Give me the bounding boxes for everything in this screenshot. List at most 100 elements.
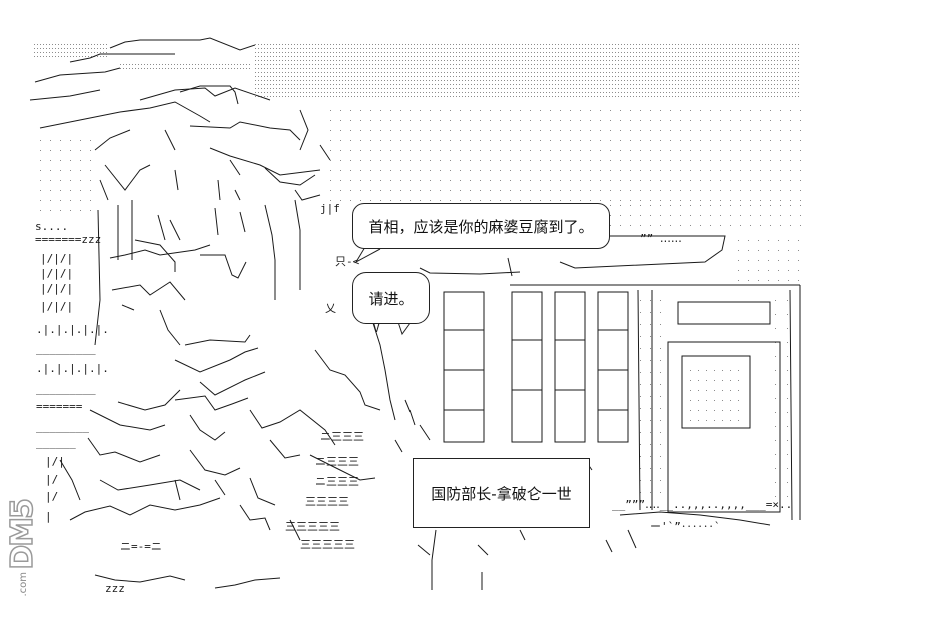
shading-dot — [267, 60, 268, 61]
shading-dot — [282, 80, 283, 81]
shading-dot — [609, 68, 610, 69]
shading-dot — [570, 64, 571, 65]
shading-dot — [710, 190, 711, 191]
shading-dot — [531, 72, 532, 73]
shading-dot — [609, 72, 610, 73]
shading-dot — [528, 84, 529, 85]
shading-dot — [423, 80, 424, 81]
shading-dot — [666, 76, 667, 77]
shading-dot — [258, 56, 259, 57]
shading-dot — [480, 96, 481, 97]
shading-dot — [279, 80, 280, 81]
shading-dot — [276, 84, 277, 85]
shading-dot — [630, 120, 631, 121]
shading-dot — [387, 60, 388, 61]
shading-dot — [729, 92, 730, 93]
shading-dot — [465, 44, 466, 45]
shading-dot — [732, 72, 733, 73]
shading-dot — [327, 56, 328, 57]
shading-dot — [500, 190, 501, 191]
shading-dot — [714, 410, 715, 411]
shading-dot — [486, 64, 487, 65]
shading-dot — [348, 68, 349, 69]
shading-dot — [744, 92, 745, 93]
shading-dot — [531, 80, 532, 81]
shading-dot — [261, 88, 262, 89]
shading-dot — [460, 150, 461, 151]
shading-dot — [567, 84, 568, 85]
shading-dot — [729, 84, 730, 85]
shading-dot — [650, 150, 651, 151]
shading-dot — [40, 200, 41, 201]
shading-dot — [321, 96, 322, 97]
shading-dot — [495, 72, 496, 73]
shading-dot — [717, 52, 718, 53]
shading-dot — [357, 52, 358, 53]
shading-dot — [375, 48, 376, 49]
shading-dot — [411, 96, 412, 97]
shading-dot — [480, 160, 481, 161]
shading-dot — [573, 76, 574, 77]
shading-dot — [750, 200, 751, 201]
shading-dot — [450, 140, 451, 141]
shading-dot — [429, 68, 430, 69]
shading-dot — [43, 52, 44, 53]
shading-dot — [580, 120, 581, 121]
shading-dot — [738, 52, 739, 53]
shading-dot — [711, 64, 712, 65]
shading-dot — [798, 250, 799, 251]
shading-dot — [546, 56, 547, 57]
shading-dot — [303, 68, 304, 69]
shading-dot — [747, 76, 748, 77]
room-background — [394, 235, 801, 556]
shading-dot — [768, 280, 769, 281]
shading-dot — [543, 44, 544, 45]
shading-dot — [483, 56, 484, 57]
shading-dot — [324, 88, 325, 89]
shading-dot — [186, 68, 187, 69]
shading-dot — [198, 64, 199, 65]
shading-dot — [758, 240, 759, 241]
shading-dot — [783, 52, 784, 53]
shading-dot — [702, 88, 703, 89]
shading-dot — [537, 68, 538, 69]
shading-dot — [546, 48, 547, 49]
shading-dot — [40, 44, 41, 45]
shading-dot — [550, 130, 551, 131]
shading-dot — [786, 44, 787, 45]
shading-dot — [37, 52, 38, 53]
shading-dot — [555, 92, 556, 93]
shading-dot — [513, 52, 514, 53]
shading-dot — [270, 60, 271, 61]
shading-dot — [750, 150, 751, 151]
shading-dot — [471, 92, 472, 93]
shading-dot — [333, 72, 334, 73]
shading-dot — [570, 52, 571, 53]
shading-dot — [444, 96, 445, 97]
shading-dot — [399, 56, 400, 57]
shading-dot — [440, 120, 441, 121]
shading-dot — [730, 390, 731, 391]
shading-dot — [788, 250, 789, 251]
shading-dot — [520, 160, 521, 161]
shading-dot — [525, 56, 526, 57]
shading-dot — [330, 64, 331, 65]
shading-dot — [273, 76, 274, 77]
shading-dot — [333, 48, 334, 49]
shading-dot — [771, 44, 772, 45]
shading-dot — [610, 225, 611, 226]
shading-dot — [276, 56, 277, 57]
shading-dot — [660, 160, 661, 161]
shading-dot — [336, 84, 337, 85]
shading-dot — [591, 88, 592, 89]
shading-dot — [564, 80, 565, 81]
shading-dot — [400, 180, 401, 181]
shading-dot — [600, 170, 601, 171]
shading-dot — [786, 96, 787, 97]
shading-dot — [393, 96, 394, 97]
shading-dot — [339, 44, 340, 45]
shading-dot — [306, 76, 307, 77]
shading-dot — [783, 88, 784, 89]
shading-dot — [438, 84, 439, 85]
shading-dot — [324, 92, 325, 93]
